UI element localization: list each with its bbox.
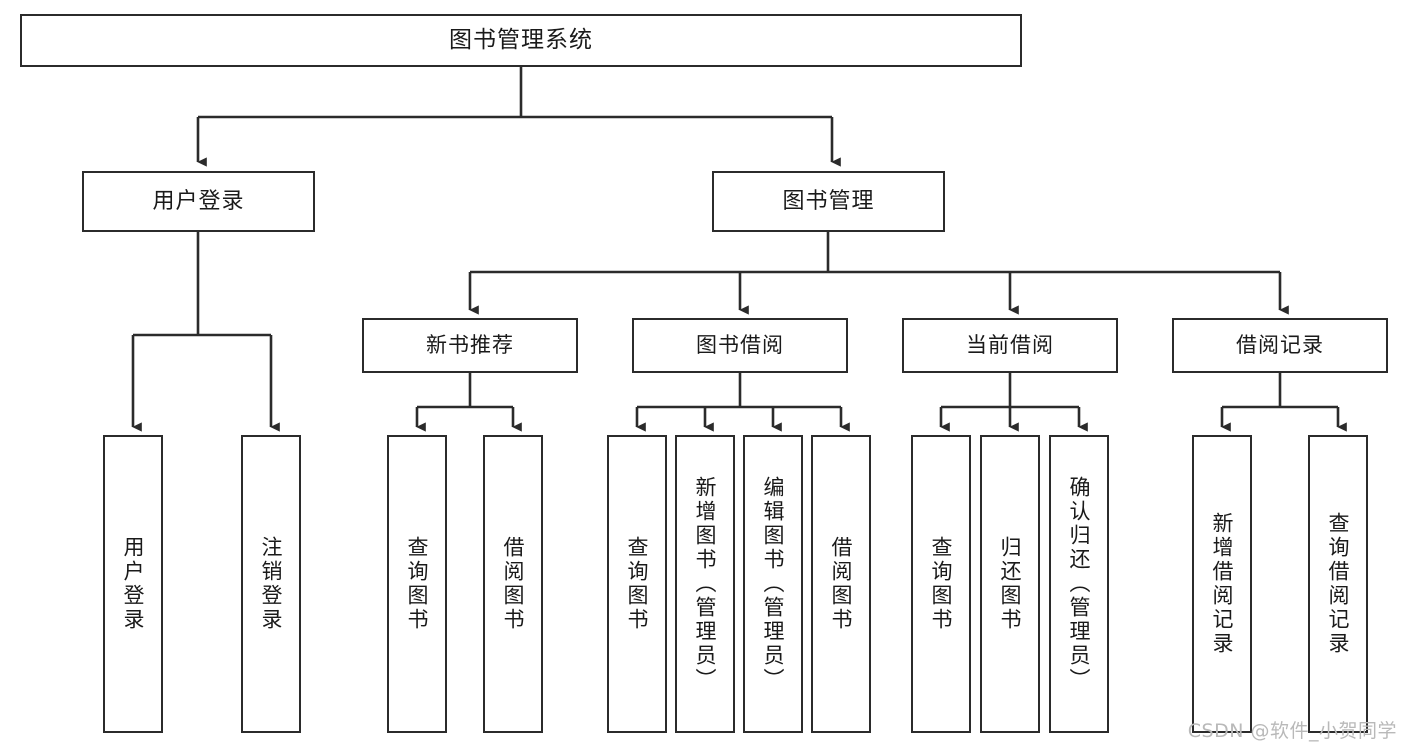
node-leaf-borrow-book-1[interactable]: 借阅图书 [483, 435, 543, 733]
node-label: 新增图书（管理员） [693, 476, 718, 692]
node-label: 图书管理 [782, 188, 875, 214]
node-leaf-add-record[interactable]: 新增借阅记录 [1192, 435, 1252, 733]
node-leaf-confirm-return[interactable]: 确认归还（管理员） [1049, 435, 1109, 733]
node-leaf-user-login[interactable]: 用户登录 [103, 435, 163, 733]
node-label: 查询借阅记录 [1326, 512, 1351, 656]
node-leaf-borrow-book-2[interactable]: 借阅图书 [811, 435, 871, 733]
node-label: 借阅记录 [1236, 333, 1324, 358]
node-label: 图书管理系统 [449, 26, 593, 53]
node-leaf-edit-book[interactable]: 编辑图书（管理员） [743, 435, 803, 733]
node-label: 确认归还（管理员） [1067, 476, 1092, 692]
node-label: 用户登录 [152, 188, 245, 214]
node-label: 注销登录 [259, 536, 284, 632]
node-user-login[interactable]: 用户登录 [82, 171, 315, 232]
node-leaf-return-book[interactable]: 归还图书 [980, 435, 1040, 733]
node-label: 借阅图书 [829, 536, 854, 632]
node-label: 用户登录 [121, 536, 146, 632]
node-label: 归还图书 [998, 536, 1023, 632]
node-current-borrow[interactable]: 当前借阅 [902, 318, 1118, 373]
node-root-book-management-system[interactable]: 图书管理系统 [20, 14, 1022, 67]
node-label: 图书借阅 [696, 333, 784, 358]
node-label: 查询图书 [405, 536, 430, 632]
node-label: 查询图书 [929, 536, 954, 632]
node-leaf-add-book[interactable]: 新增图书（管理员） [675, 435, 735, 733]
node-leaf-query-book-2[interactable]: 查询图书 [607, 435, 667, 733]
node-leaf-query-book-1[interactable]: 查询图书 [387, 435, 447, 733]
node-label: 查询图书 [625, 536, 650, 632]
node-book-borrow[interactable]: 图书借阅 [632, 318, 848, 373]
node-book-management[interactable]: 图书管理 [712, 171, 945, 232]
node-label: 编辑图书（管理员） [761, 476, 786, 692]
node-label: 借阅图书 [501, 536, 526, 632]
node-borrow-record[interactable]: 借阅记录 [1172, 318, 1388, 373]
node-leaf-user-logout[interactable]: 注销登录 [241, 435, 301, 733]
node-label: 新增借阅记录 [1210, 512, 1235, 656]
node-label: 当前借阅 [966, 333, 1054, 358]
node-new-book-recommend[interactable]: 新书推荐 [362, 318, 578, 373]
node-label: 新书推荐 [426, 333, 514, 358]
watermark-text: CSDN @软件_小贺同学 [1187, 720, 1397, 742]
node-leaf-query-record[interactable]: 查询借阅记录 [1308, 435, 1368, 733]
node-leaf-query-book-3[interactable]: 查询图书 [911, 435, 971, 733]
